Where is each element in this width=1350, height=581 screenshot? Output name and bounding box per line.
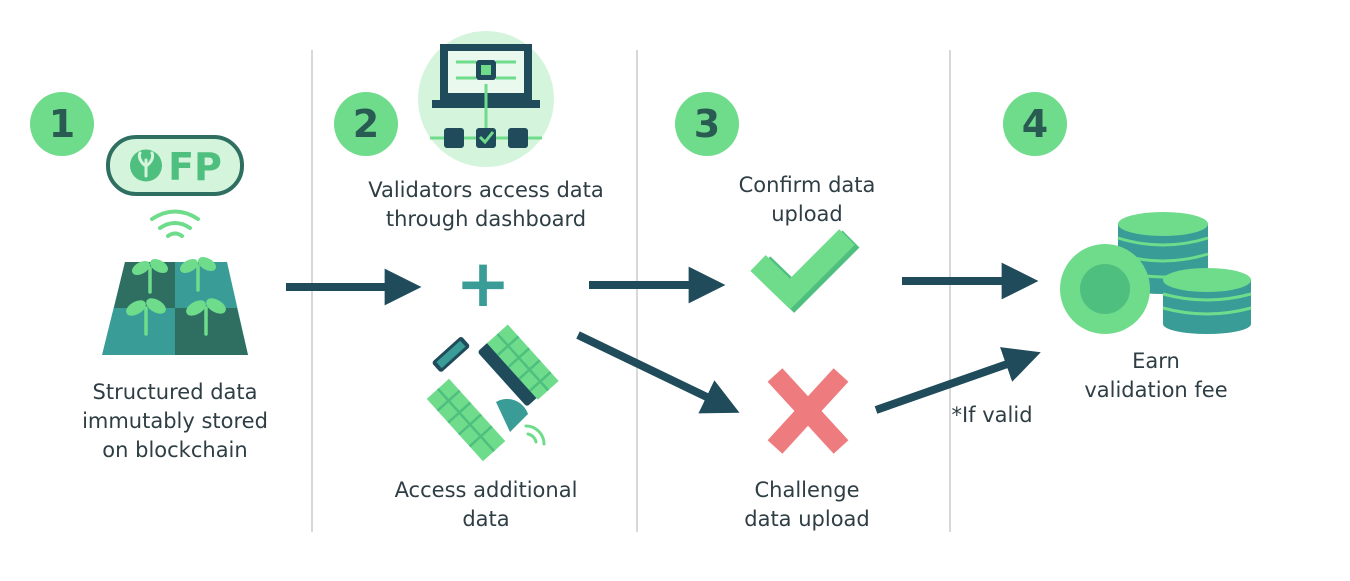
wireless-signal-icon bbox=[150, 209, 200, 238]
farm-field-icon bbox=[102, 256, 248, 355]
dashboard-laptop-icon bbox=[418, 31, 554, 167]
ofp-logo: FP bbox=[106, 135, 244, 196]
step-3-secondary-label: Challenge data upload bbox=[744, 478, 870, 531]
satellite-icon bbox=[426, 324, 559, 462]
column-divider bbox=[949, 50, 951, 532]
ofp-logo-text: FP bbox=[168, 145, 222, 189]
plus-symbol: + bbox=[455, 245, 510, 322]
step-2-label: Validators access data through dashboard bbox=[368, 178, 604, 231]
step-1-label: Structured data immutably stored on bloc… bbox=[82, 380, 268, 462]
checkmark-icon bbox=[750, 229, 860, 313]
conditional-note: *If valid bbox=[951, 403, 1033, 427]
step-1-number: 1 bbox=[30, 92, 94, 156]
flow-arrows bbox=[286, 262, 1041, 414]
arrow-to-challenge bbox=[576, 331, 740, 414]
step-4-label: Earn validation fee bbox=[1084, 349, 1228, 402]
step-4-number: 4 bbox=[1003, 92, 1067, 156]
coins-icon bbox=[1060, 212, 1252, 334]
step-3-number: 3 bbox=[675, 92, 739, 156]
step-2-secondary-label: Access additional data bbox=[394, 478, 578, 531]
cross-icon bbox=[767, 368, 849, 454]
arrow-challenge-to-fee bbox=[874, 347, 1041, 414]
column-divider bbox=[636, 50, 638, 532]
step-2-number: 2 bbox=[334, 92, 398, 156]
step-3-label: Confirm data upload bbox=[738, 173, 876, 226]
